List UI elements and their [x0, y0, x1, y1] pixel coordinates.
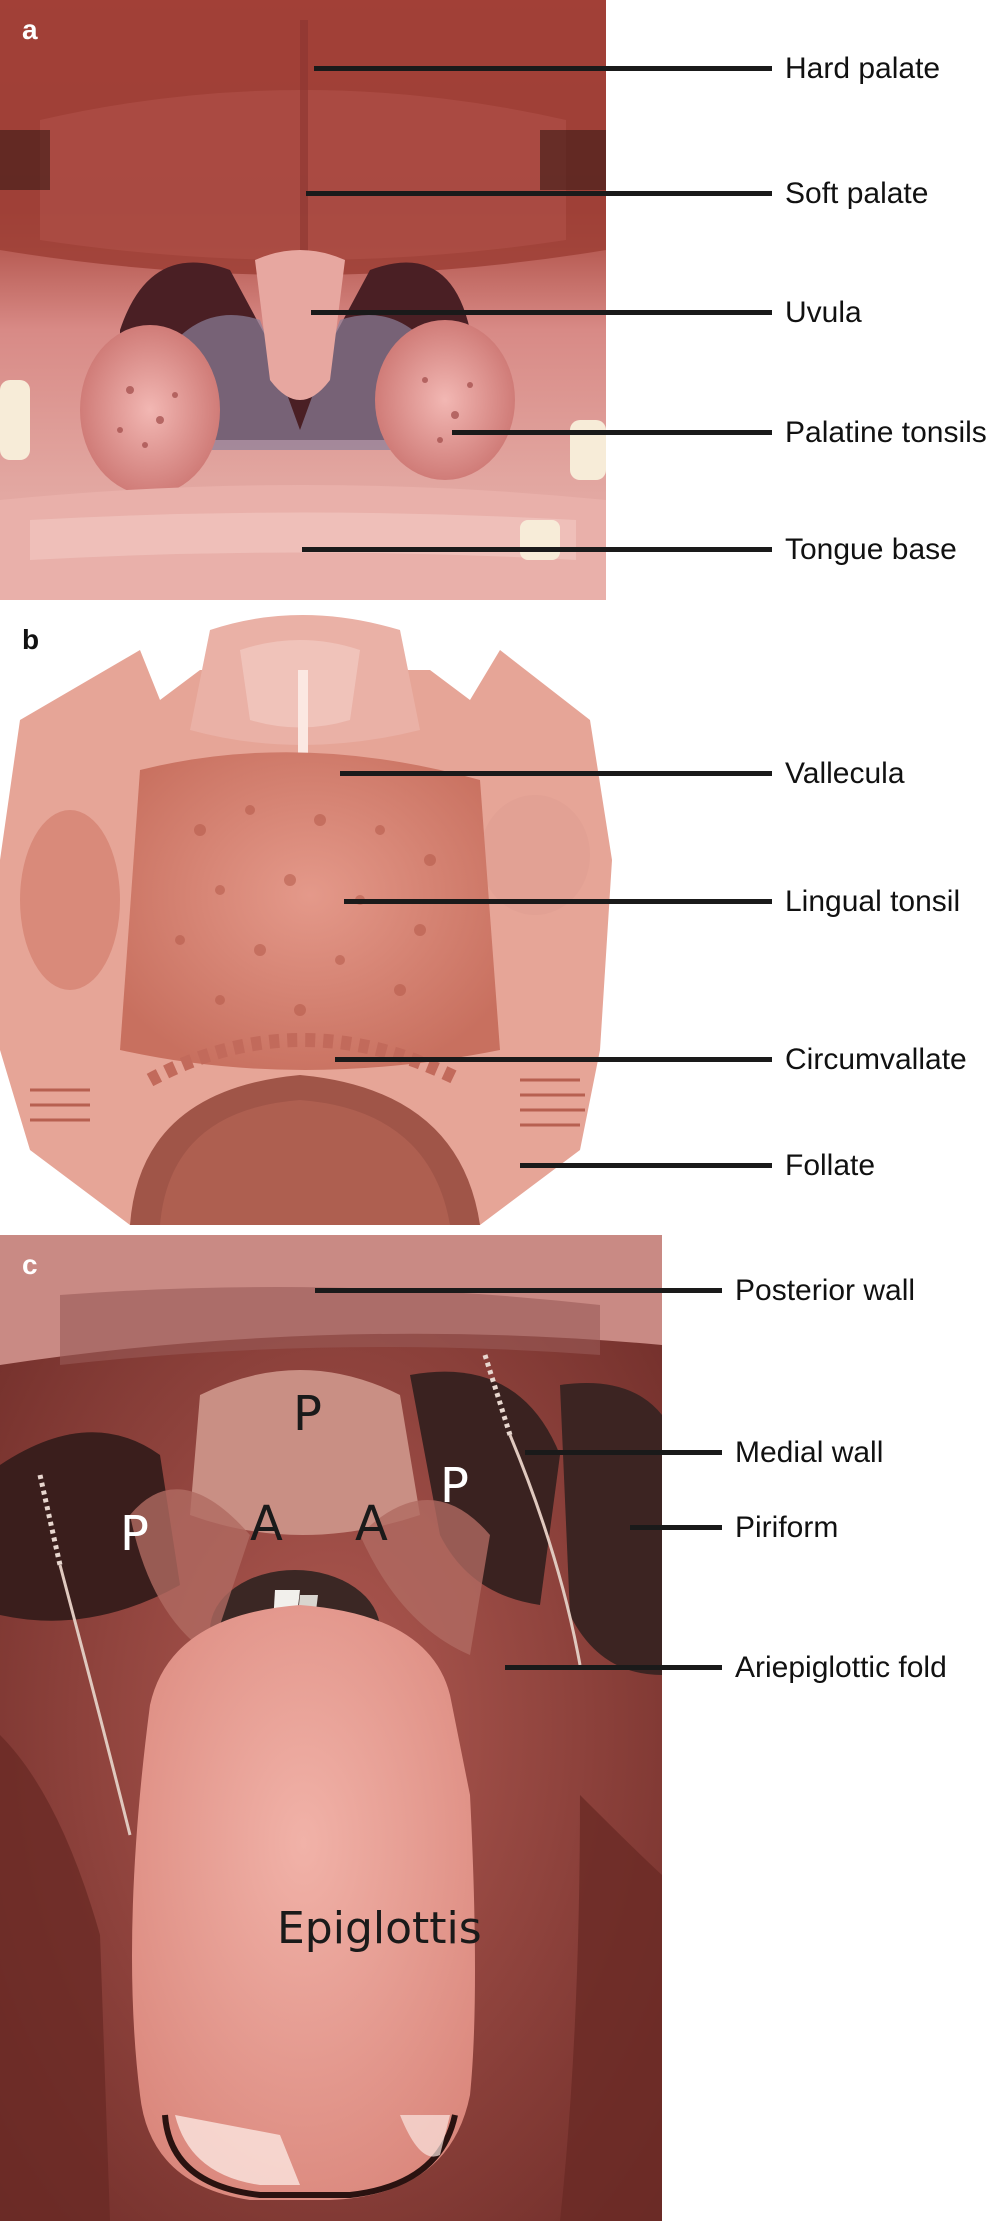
label-hard-palate: Hard palate [785, 52, 941, 85]
leader-piriform [630, 1525, 722, 1530]
label-piriform: Piriform [735, 1511, 839, 1544]
leader-follate [520, 1163, 772, 1168]
label-circumvallate: Circumvallate [785, 1043, 967, 1076]
label-soft-palate: Soft palate [785, 177, 929, 210]
larynx-illustration [0, 1235, 662, 2221]
panel-b-image: b [0, 610, 612, 1225]
leader-tongue-base [302, 547, 772, 552]
panel-b-letter: b [22, 624, 40, 655]
tongue-base-illustration [0, 615, 612, 1225]
label-follate: Follate [785, 1149, 876, 1182]
overlay-p-left: P [120, 1506, 149, 1562]
leader-vallecula [340, 771, 772, 776]
label-medial-wall: Medial wall [735, 1436, 884, 1469]
label-vallecula: Vallecula [785, 757, 905, 790]
overlay-a-left: A [250, 1496, 283, 1552]
leader-uvula [311, 310, 772, 315]
leader-soft-palate [306, 191, 772, 196]
panel-a-letter: a [22, 14, 38, 45]
leader-ariepiglottic-fold [505, 1665, 722, 1670]
leader-posterior-wall [315, 1288, 722, 1293]
leader-lingual-tonsil [344, 899, 772, 904]
overlay-p-top: P [293, 1386, 322, 1442]
oral-cavity-illustration [0, 0, 606, 600]
label-palatine-tonsils: Palatine tonsils [785, 416, 987, 449]
panel-c-image: c P P P A A Epiglottis [0, 1235, 662, 2221]
leader-hard-palate [314, 66, 772, 71]
overlay-a-right: A [355, 1496, 388, 1552]
label-tongue-base: Tongue base [785, 533, 957, 566]
overlay-p-right: P [440, 1458, 469, 1514]
label-lingual-tonsil: Lingual tonsil [785, 885, 961, 918]
label-uvula: Uvula [785, 296, 862, 329]
label-ariepiglottic-fold: Ariepiglottic fold [735, 1651, 947, 1684]
leader-medial-wall [525, 1450, 722, 1455]
panel-c-letter: c [22, 1249, 38, 1280]
overlay-epiglottis: Epiglottis [277, 1903, 482, 1954]
panel-a-image: a [0, 0, 606, 600]
label-posterior-wall: Posterior wall [735, 1274, 916, 1307]
leader-palatine-tonsils [452, 430, 772, 435]
leader-circumvallate [335, 1057, 772, 1062]
